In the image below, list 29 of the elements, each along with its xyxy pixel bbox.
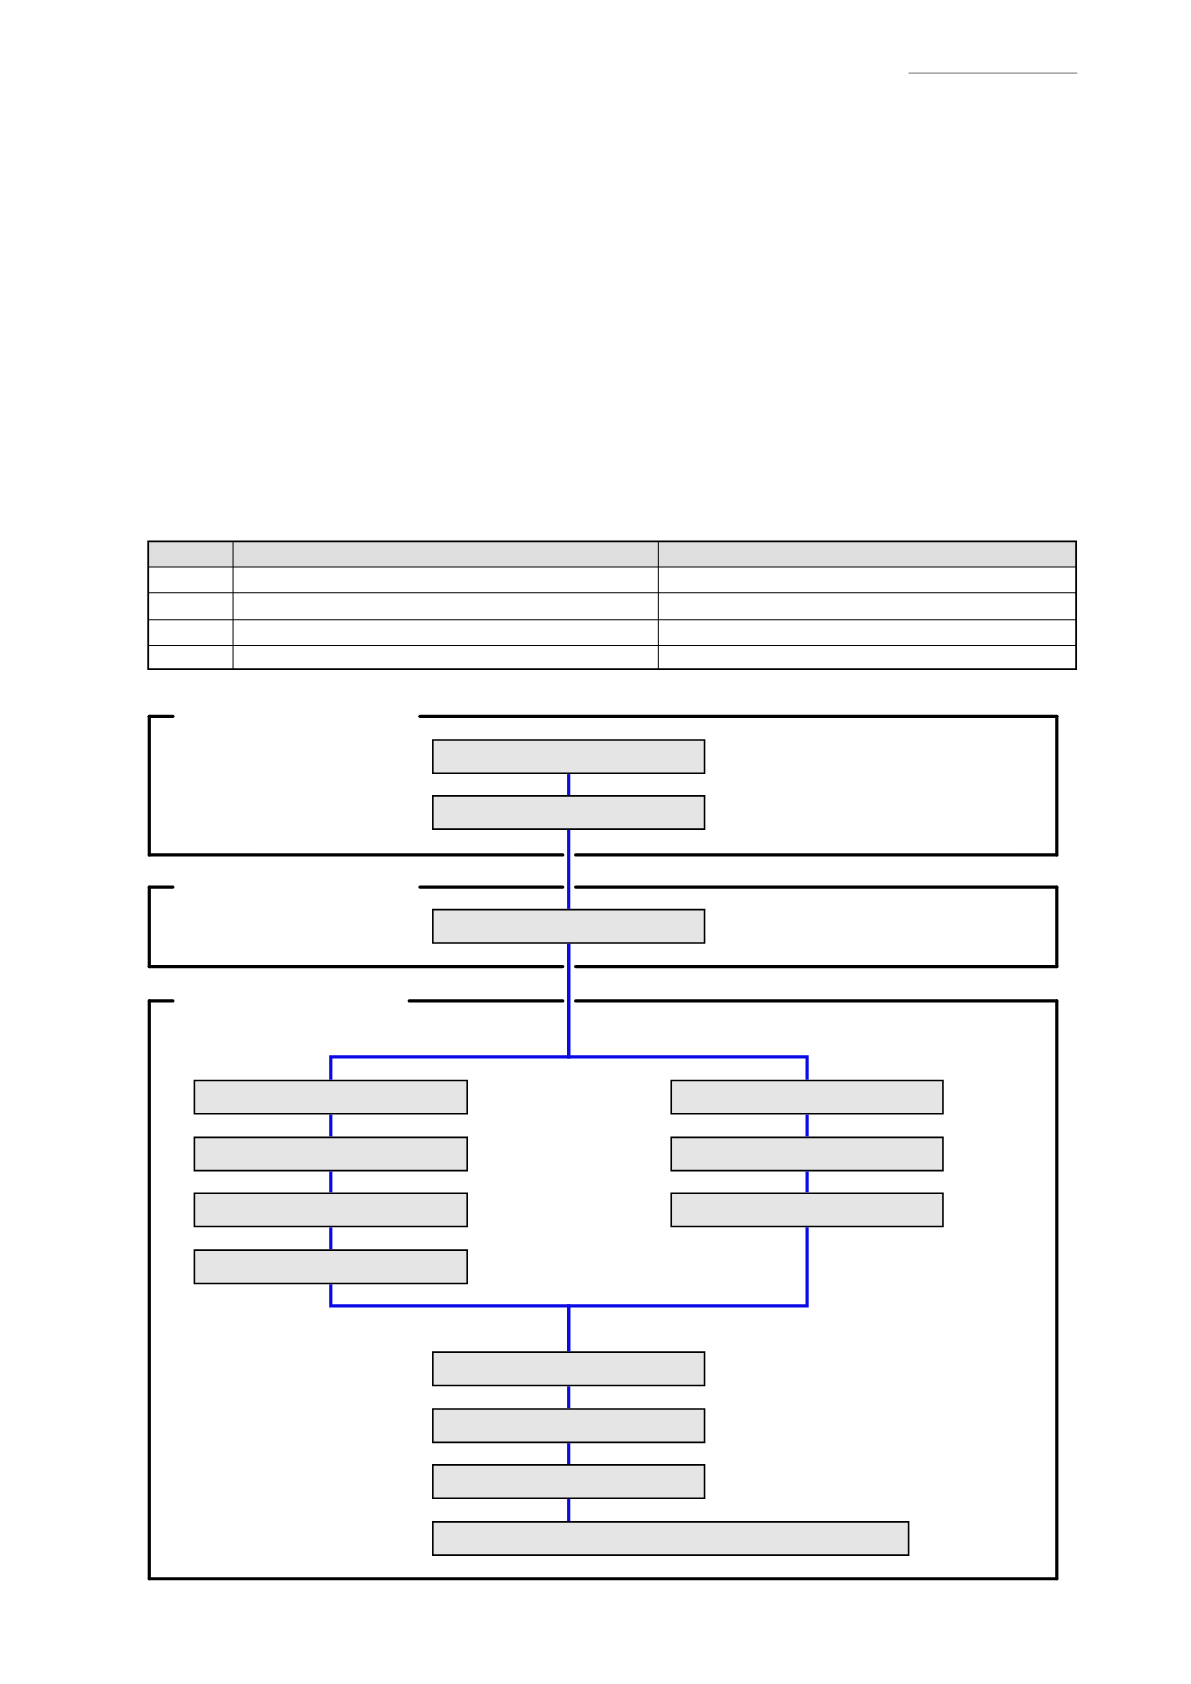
connector-line (329, 1114, 333, 1137)
connector-line (567, 829, 571, 909)
group-frame (147, 714, 1059, 857)
process-box (432, 795, 706, 830)
connector-line (567, 943, 809, 1080)
process-box (670, 1079, 944, 1115)
connector-line (805, 1114, 809, 1137)
process-box (193, 1079, 468, 1115)
process-box (670, 1192, 944, 1228)
process-box (432, 739, 706, 775)
group-frame (147, 999, 1059, 1581)
process-box (193, 1136, 468, 1172)
connector-line (567, 1499, 571, 1522)
connector-line (329, 1171, 333, 1193)
process-box (432, 1464, 706, 1499)
process-box (432, 1408, 706, 1444)
connector-line (329, 1227, 333, 1250)
connector-line (567, 1386, 571, 1409)
process-box (193, 1192, 468, 1228)
connector-line (567, 774, 571, 796)
connector-line (567, 1227, 809, 1352)
connector-line (805, 1171, 809, 1193)
group-frame (147, 885, 1059, 969)
process-box (432, 1521, 910, 1556)
process-box (670, 1136, 944, 1172)
process-box (193, 1249, 468, 1285)
process-box (432, 1351, 706, 1387)
connector-line (567, 1443, 571, 1465)
process-box (432, 908, 706, 944)
